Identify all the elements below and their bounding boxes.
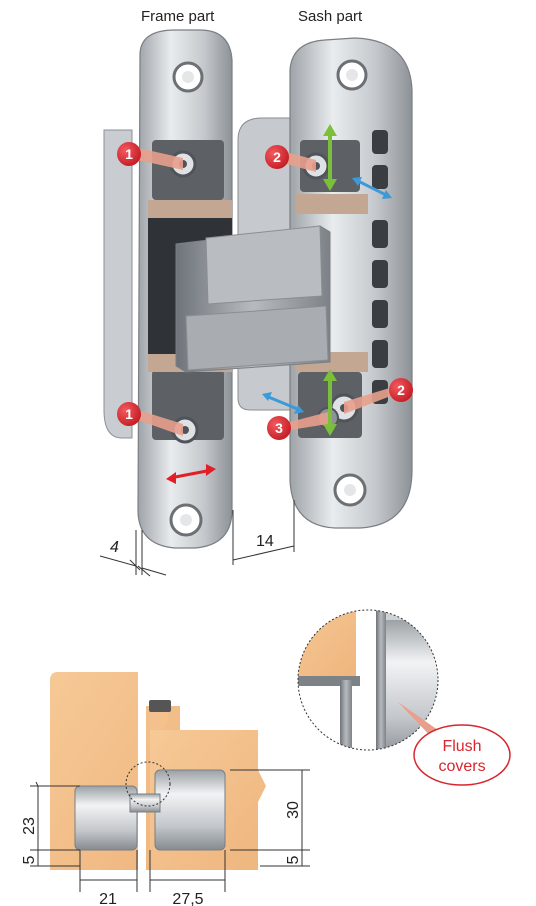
hinge-knuckle [175, 225, 331, 373]
cross-section [50, 672, 266, 870]
dim-14: 14 [256, 533, 274, 550]
flush-label-line1: Flush [442, 738, 481, 755]
dim-4: 4 [110, 539, 119, 556]
dim-30: 30 [285, 801, 302, 819]
sash-part-label: Sash part [298, 8, 363, 25]
callout-2-bottom: 2 [389, 378, 413, 402]
callout-3: 3 [267, 416, 291, 440]
dim-5-right: 5 [285, 855, 302, 864]
svg-text:2: 2 [273, 149, 281, 165]
svg-text:1: 1 [125, 146, 133, 162]
flush-label-line2: covers [438, 758, 485, 775]
svg-text:3: 3 [275, 420, 283, 436]
callout-1-bottom: 1 [117, 402, 141, 426]
svg-text:2: 2 [397, 382, 405, 398]
section-dimensions [30, 769, 310, 892]
svg-text:1: 1 [125, 406, 133, 422]
dim-5-left: 5 [21, 855, 38, 864]
dim-27-5: 27,5 [172, 891, 203, 906]
hinge-dimensions [99, 500, 295, 577]
dim-23: 23 [21, 817, 38, 835]
frame-part-label: Frame part [141, 8, 215, 25]
flush-covers-detail: Flush covers [297, 609, 511, 786]
callout-2-top: 2 [265, 145, 289, 169]
callout-pointers [138, 148, 396, 436]
callout-1-top: 1 [117, 142, 141, 166]
dim-21: 21 [99, 891, 117, 906]
